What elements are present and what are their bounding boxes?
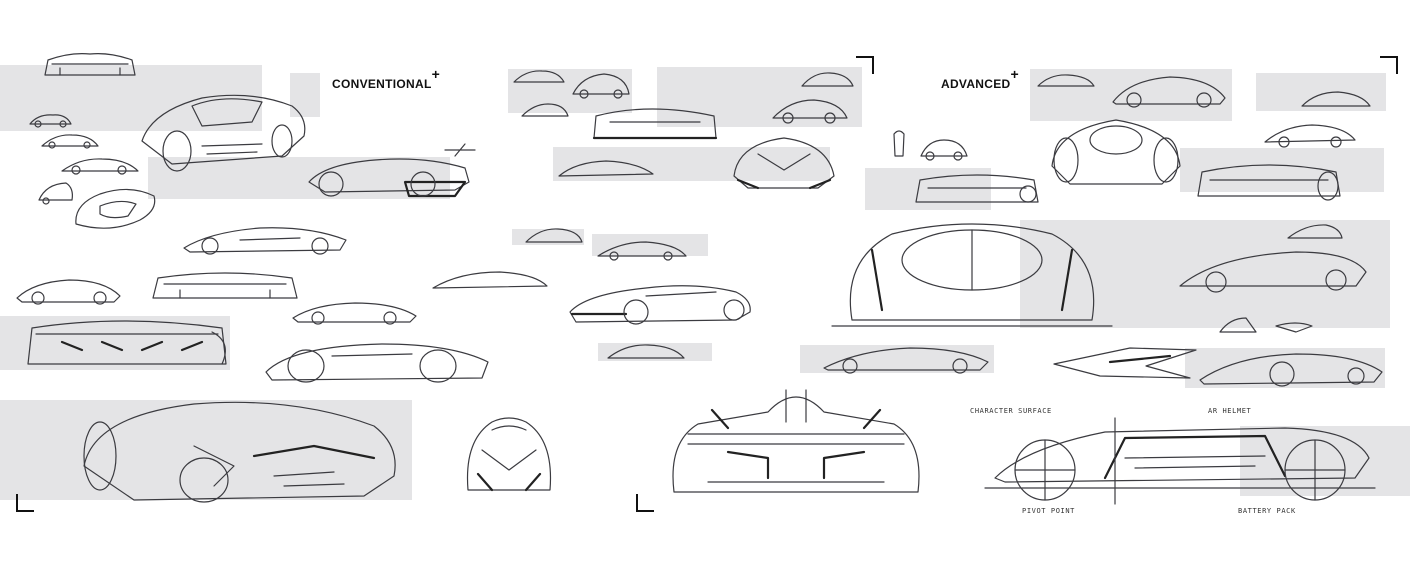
corner-bracket — [16, 494, 34, 512]
car-sketch-tiny — [41, 134, 99, 149]
car-sketch-rear-open — [915, 174, 1039, 203]
car-sketch-small-profile — [16, 279, 121, 305]
car-sketch-hero-front — [83, 401, 396, 503]
conventional-heading: CONVENTIONAL+ — [332, 66, 440, 91]
panel — [512, 229, 584, 245]
car-sketch-tiny — [61, 158, 139, 175]
car-sketch-rear-low — [152, 272, 298, 299]
conventional-label: CONVENTIONAL — [332, 77, 432, 91]
car-sketch-front-view — [466, 417, 552, 492]
car-sketch-advanced-front — [831, 223, 1113, 327]
car-sketch-profile — [183, 227, 347, 255]
car-sketch-small — [607, 344, 685, 359]
plus-mark: + — [431, 66, 441, 82]
car-sketch-small — [1037, 74, 1095, 87]
car-sketch-rear-hero — [672, 389, 920, 493]
corner-bracket — [856, 56, 874, 74]
callout-ar-helmet: AR HELMET — [1208, 407, 1252, 415]
car-sketch-profile-light — [292, 302, 417, 325]
car-sketch-small — [572, 73, 630, 99]
car-sketch-tiny — [1219, 317, 1313, 333]
car-sketch-small — [513, 70, 565, 83]
car-sketch-technical-side — [984, 417, 1376, 505]
car-sketch-small — [521, 103, 569, 117]
car-sketch-small — [1112, 76, 1226, 108]
car-sketch-tiny — [38, 182, 73, 205]
car-sketch-rear-wide — [27, 320, 227, 365]
panel — [508, 69, 632, 113]
car-sketch-small — [525, 228, 583, 243]
car-sketch-tiny — [920, 139, 968, 161]
panel — [1240, 426, 1410, 496]
car-sketch-sedan — [569, 285, 751, 325]
panel — [1256, 73, 1386, 111]
car-sketch-advanced-hero — [1051, 119, 1181, 185]
car-sketch-top-view — [75, 188, 156, 229]
panel — [0, 316, 230, 370]
panel — [657, 67, 862, 127]
car-sketch-small — [597, 241, 687, 261]
car-sketch-long-side — [265, 343, 489, 383]
panel — [290, 73, 320, 117]
plus-mark: + — [1010, 66, 1019, 82]
car-sketch-conventional-hero — [141, 94, 306, 172]
car-sketch-conventional-profile — [308, 143, 476, 198]
car-sketch-small — [1301, 91, 1371, 107]
car-sketch-front-3q — [733, 137, 835, 190]
car-sketch-small — [801, 72, 854, 87]
callout-character-surface: CHARACTER SURFACE — [970, 407, 1052, 415]
panel — [148, 157, 450, 199]
car-sketch-tiny — [1287, 224, 1343, 239]
car-sketch-rear-small — [44, 53, 136, 76]
car-sketch-tiny — [893, 130, 905, 157]
callout-pivot-point: PIVOT POINT — [1022, 507, 1075, 515]
car-sketch-wedge — [1179, 251, 1367, 293]
car-sketch-small — [1264, 124, 1356, 148]
callout-battery-pack: BATTERY PACK — [1238, 507, 1296, 515]
advanced-heading: ADVANCED+ — [941, 66, 1019, 91]
car-sketch-profile — [1199, 353, 1383, 387]
car-sketch-tiny — [29, 114, 72, 128]
car-sketch-profile — [558, 160, 654, 177]
corner-bracket — [1380, 56, 1398, 74]
car-sketch-open-rear — [592, 108, 718, 140]
car-sketch-arrow — [1053, 347, 1197, 379]
car-sketch-small — [772, 99, 848, 124]
advanced-label: ADVANCED — [941, 77, 1011, 91]
car-sketch-profile — [823, 347, 989, 374]
car-sketch-rear-open — [1197, 164, 1341, 201]
corner-bracket — [636, 494, 654, 512]
panel — [0, 65, 262, 131]
car-sketch-faint — [432, 271, 548, 289]
